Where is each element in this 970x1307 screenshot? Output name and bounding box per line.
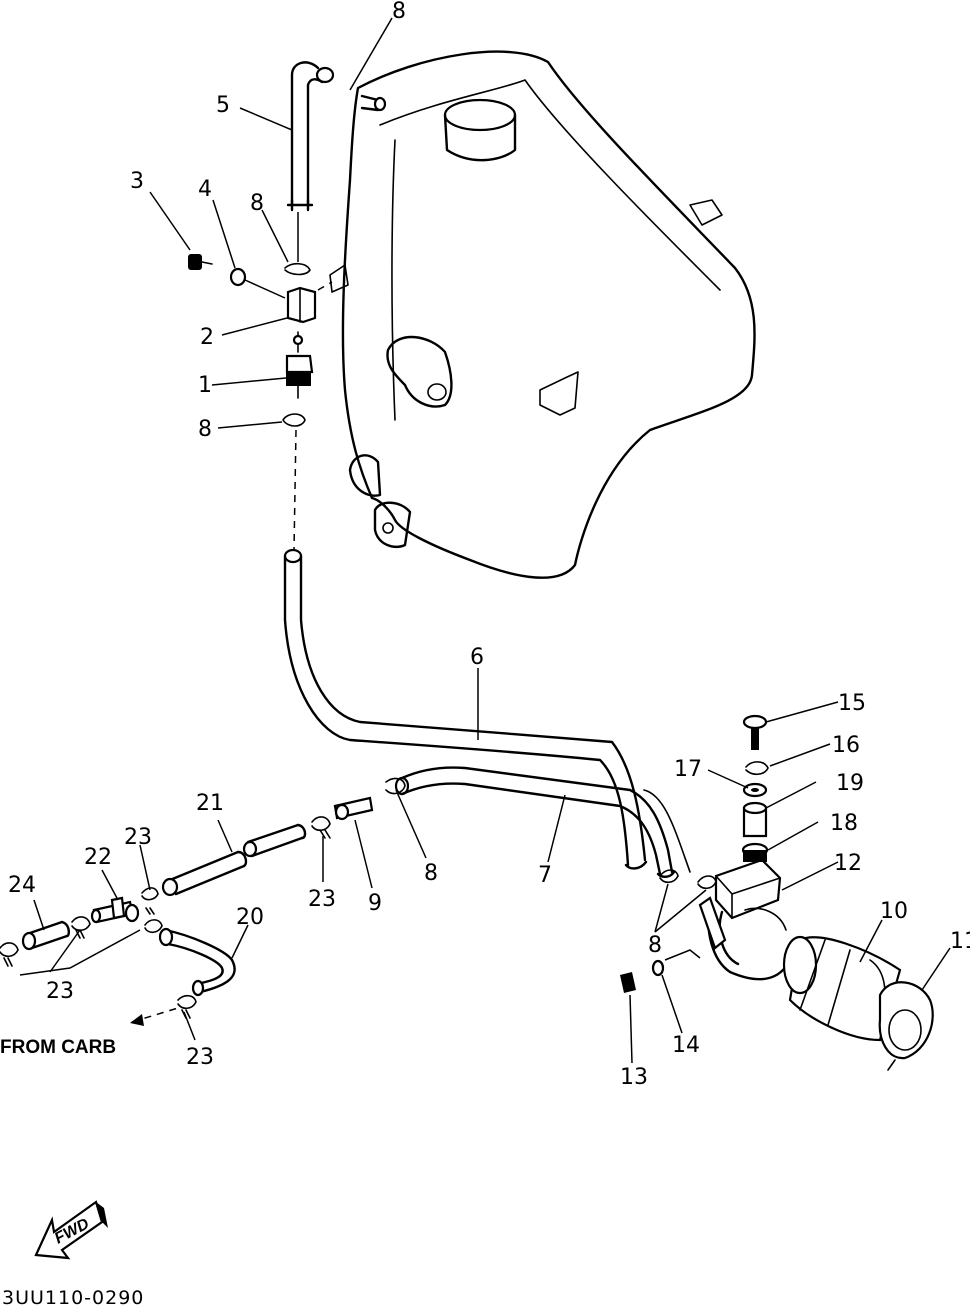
callout-22: 22 (84, 845, 112, 870)
callout-10: 10 (880, 899, 908, 924)
callout-17: 17 (674, 757, 702, 782)
callout-9: 9 (368, 891, 382, 916)
diagram-code: 3UU110-0290 (2, 1287, 144, 1307)
fuel-hose-7 (394, 766, 691, 878)
callout-16: 16 (832, 733, 860, 758)
fuel-hose-6 (283, 548, 648, 870)
from-carb-arrow (130, 1007, 179, 1026)
callout-3: 3 (130, 169, 144, 194)
nipple-fitting-9 (333, 777, 406, 821)
callout-19: 19 (836, 771, 864, 796)
callout-13: 13 (620, 1065, 648, 1090)
callout-23-b: 23 (124, 825, 152, 850)
callout-23-c: 23 (46, 979, 74, 1004)
callout-15: 15 (838, 691, 866, 716)
callout-8-pump: 8 (648, 933, 662, 958)
callout-12: 12 (834, 851, 862, 876)
callout-6: 6 (470, 645, 484, 670)
callout-20: 20 (236, 905, 264, 930)
breather-hose-5 (286, 61, 387, 262)
fuel-pump-assembly (620, 714, 934, 1071)
callout-labels: 8 5 3 4 8 2 1 8 6 7 8 9 23 21 23 22 24 2… (8, 0, 970, 1090)
callout-8-hose: 8 (424, 861, 438, 886)
callout-21: 21 (196, 791, 224, 816)
callout-11: 11 (950, 929, 970, 954)
fuel-tank (341, 50, 756, 579)
callout-8-top: 8 (392, 0, 406, 24)
callout-7: 7 (538, 863, 552, 888)
from-carb-label: FROM CARB (0, 1037, 116, 1058)
callout-1: 1 (198, 373, 212, 398)
callout-23-a: 23 (308, 887, 336, 912)
fuel-cock-assembly (188, 254, 349, 551)
callout-14: 14 (672, 1033, 700, 1058)
callout-18: 18 (830, 811, 858, 836)
callout-24: 24 (8, 873, 36, 898)
hose-24 (0, 916, 91, 967)
fwd-arrow-icon: FWD (34, 1200, 108, 1260)
hose-20 (144, 919, 236, 1019)
fuel-hose-21 (161, 816, 331, 897)
callout-8-cock: 8 (250, 191, 264, 216)
callout-8-filter: 8 (198, 417, 212, 442)
callout-4: 4 (198, 177, 212, 202)
leader-lines (19, 17, 951, 1064)
callout-23-d: 23 (186, 1045, 214, 1070)
callout-5: 5 (216, 93, 230, 118)
joint-22 (90, 887, 159, 924)
callout-2: 2 (200, 325, 214, 350)
